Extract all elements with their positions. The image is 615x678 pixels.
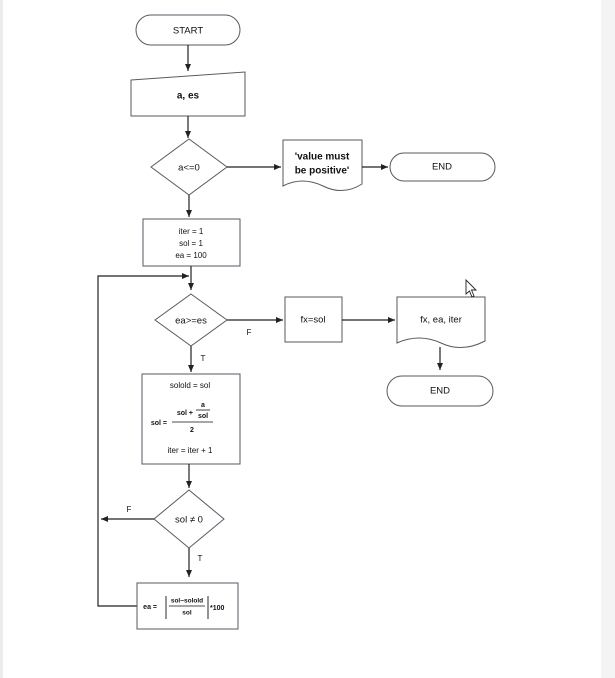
ea-den: sol	[182, 610, 192, 617]
false-label-2: F	[127, 505, 132, 514]
input-node: a, es	[130, 71, 246, 117]
step-sol-a: a	[201, 402, 205, 409]
mouse-pointer-icon	[465, 278, 478, 298]
error-message-document: 'value must be positive'	[282, 139, 363, 191]
ea-update-process: ea = sol−solold sol *100	[136, 582, 239, 630]
error-message-line2: be positive'	[295, 166, 350, 177]
decision-ea-label: ea>=es	[175, 316, 207, 327]
ea-lhs: ea =	[143, 604, 157, 611]
assign-fx-label: fx=sol	[300, 315, 325, 326]
decision-sol-label: sol ≠ 0	[175, 515, 203, 526]
false-label-1: F	[247, 328, 252, 337]
ea-num: sol−solold	[171, 598, 203, 605]
input-label: a, es	[177, 91, 200, 102]
step-iter: iter = iter + 1	[168, 446, 213, 455]
ea-tail: *100	[210, 605, 225, 612]
end-terminator-2: END	[386, 375, 494, 407]
assign-fx-process: fx=sol	[284, 296, 343, 343]
start-terminator: START	[135, 14, 241, 46]
end-label-2: END	[430, 386, 450, 397]
output-document: fx, ea, iter	[396, 296, 486, 348]
step-sol-lhs: sol =	[151, 420, 167, 427]
true-label-2: T	[198, 554, 203, 563]
step-sol-num: sol +	[177, 410, 193, 417]
init-process: iter = 1 sol = 1 ea = 100	[142, 218, 241, 267]
update-process: solold = sol sol = sol + a sol 2 iter = …	[141, 373, 241, 465]
left-margin	[0, 0, 3, 678]
decision-a-nonpositive: a<=0	[150, 138, 228, 196]
init-iter: iter = 1	[179, 227, 204, 236]
error-message-line1: 'value must	[295, 152, 350, 163]
init-ea: ea = 100	[175, 251, 207, 260]
step-solold: solold = sol	[170, 381, 210, 390]
arrow-loop-back-from-ea	[97, 273, 189, 607]
step-sol-den-inner: sol	[198, 413, 208, 420]
decision-a-label: a<=0	[178, 163, 200, 174]
decision-sol-nonzero: sol ≠ 0	[153, 489, 225, 549]
output-label: fx, ea, iter	[420, 315, 462, 326]
decision-ea-ge-es: ea>=es	[154, 293, 228, 347]
right-margin	[601, 0, 615, 678]
start-label: START	[173, 26, 203, 37]
step-sol-den: 2	[190, 427, 194, 434]
init-sol: sol = 1	[179, 239, 203, 248]
true-label-1: T	[201, 354, 206, 363]
end-label-1: END	[432, 162, 452, 173]
end-terminator-1: END	[389, 152, 496, 182]
